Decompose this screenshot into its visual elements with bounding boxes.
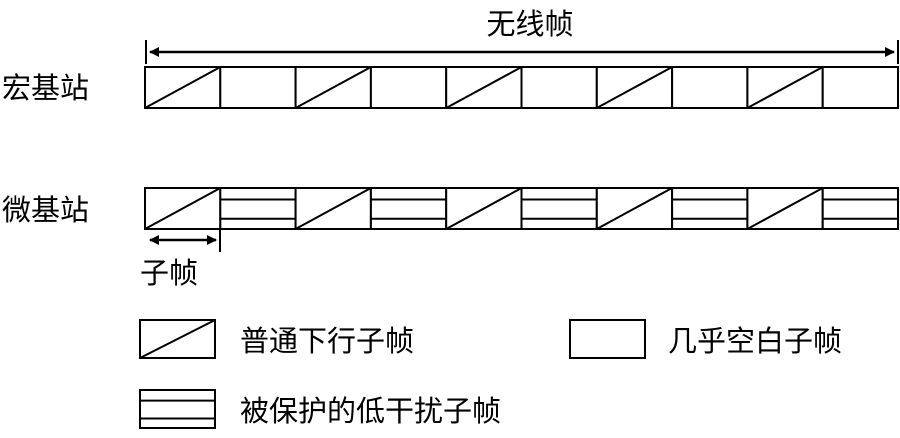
macro-subframe-normal [595, 66, 674, 109]
subframe-border [569, 319, 646, 359]
macro-subframe-abs [821, 66, 900, 109]
diagonal-hatch [295, 66, 372, 109]
diagonal-hatch [596, 187, 673, 230]
diagonal-hatch [596, 66, 673, 109]
subframe-border [671, 187, 749, 230]
legend-normal-swatch [139, 319, 216, 359]
micro-subframe-normal [294, 187, 372, 230]
macro-subframe-abs [369, 66, 448, 109]
macro-station-label: 宏基站 [2, 71, 89, 105]
micro-subframe-protected [520, 187, 598, 230]
macro-subframe-normal [144, 66, 222, 109]
subframe-rows [144, 66, 900, 230]
macro-subframe-normal [746, 66, 824, 109]
micro-subframe-normal [746, 187, 824, 230]
legend [139, 319, 646, 429]
radio-frame-title: 无线帧 [486, 7, 573, 41]
legend-abs-swatch [569, 319, 646, 359]
diagonal-hatch [746, 66, 824, 109]
micro-subframe-normal [144, 187, 222, 230]
subframe-border [821, 66, 900, 109]
legend-normal-label: 普通下行子帧 [240, 324, 414, 358]
subframe-arrow [149, 228, 221, 252]
micro-subframe-protected [821, 187, 900, 230]
diagonal-hatch [295, 187, 372, 230]
macro-subframe-abs [219, 66, 297, 109]
diagonal-hatch [445, 66, 522, 109]
subframe-label: 子帧 [140, 256, 198, 290]
macro-subframe-abs [671, 66, 749, 109]
legend-protected-swatch [139, 389, 216, 429]
subframe-border [520, 66, 598, 109]
legend-protected-label: 被保护的低干扰子帧 [240, 394, 501, 428]
micro-subframe-protected [369, 187, 448, 230]
diagonal-hatch [144, 66, 221, 109]
subframe-border [671, 66, 749, 109]
subframe-border [369, 187, 448, 230]
diagonal-hatch [139, 319, 216, 359]
radio-frame-arrow [145, 40, 899, 64]
macro-subframe-abs [520, 66, 598, 109]
micro-subframe-protected [219, 187, 297, 230]
diagonal-hatch [144, 187, 221, 230]
subframe-border [219, 66, 297, 109]
micro-subframe-normal [595, 187, 674, 230]
micro-subframe-normal [445, 187, 523, 230]
subframe-border [369, 66, 448, 109]
subframe-border [821, 187, 900, 230]
macro-subframe-normal [445, 66, 523, 109]
subframe-border [520, 187, 598, 230]
diagonal-hatch [445, 187, 522, 230]
micro-subframe-protected [671, 187, 749, 230]
subframe-border [139, 389, 216, 429]
subframe-border [219, 187, 297, 230]
micro-station-label: 微基站 [2, 193, 89, 227]
diagonal-hatch [746, 187, 824, 230]
legend-abs-label: 几乎空白子帧 [668, 324, 842, 358]
macro-subframe-normal [294, 66, 372, 109]
